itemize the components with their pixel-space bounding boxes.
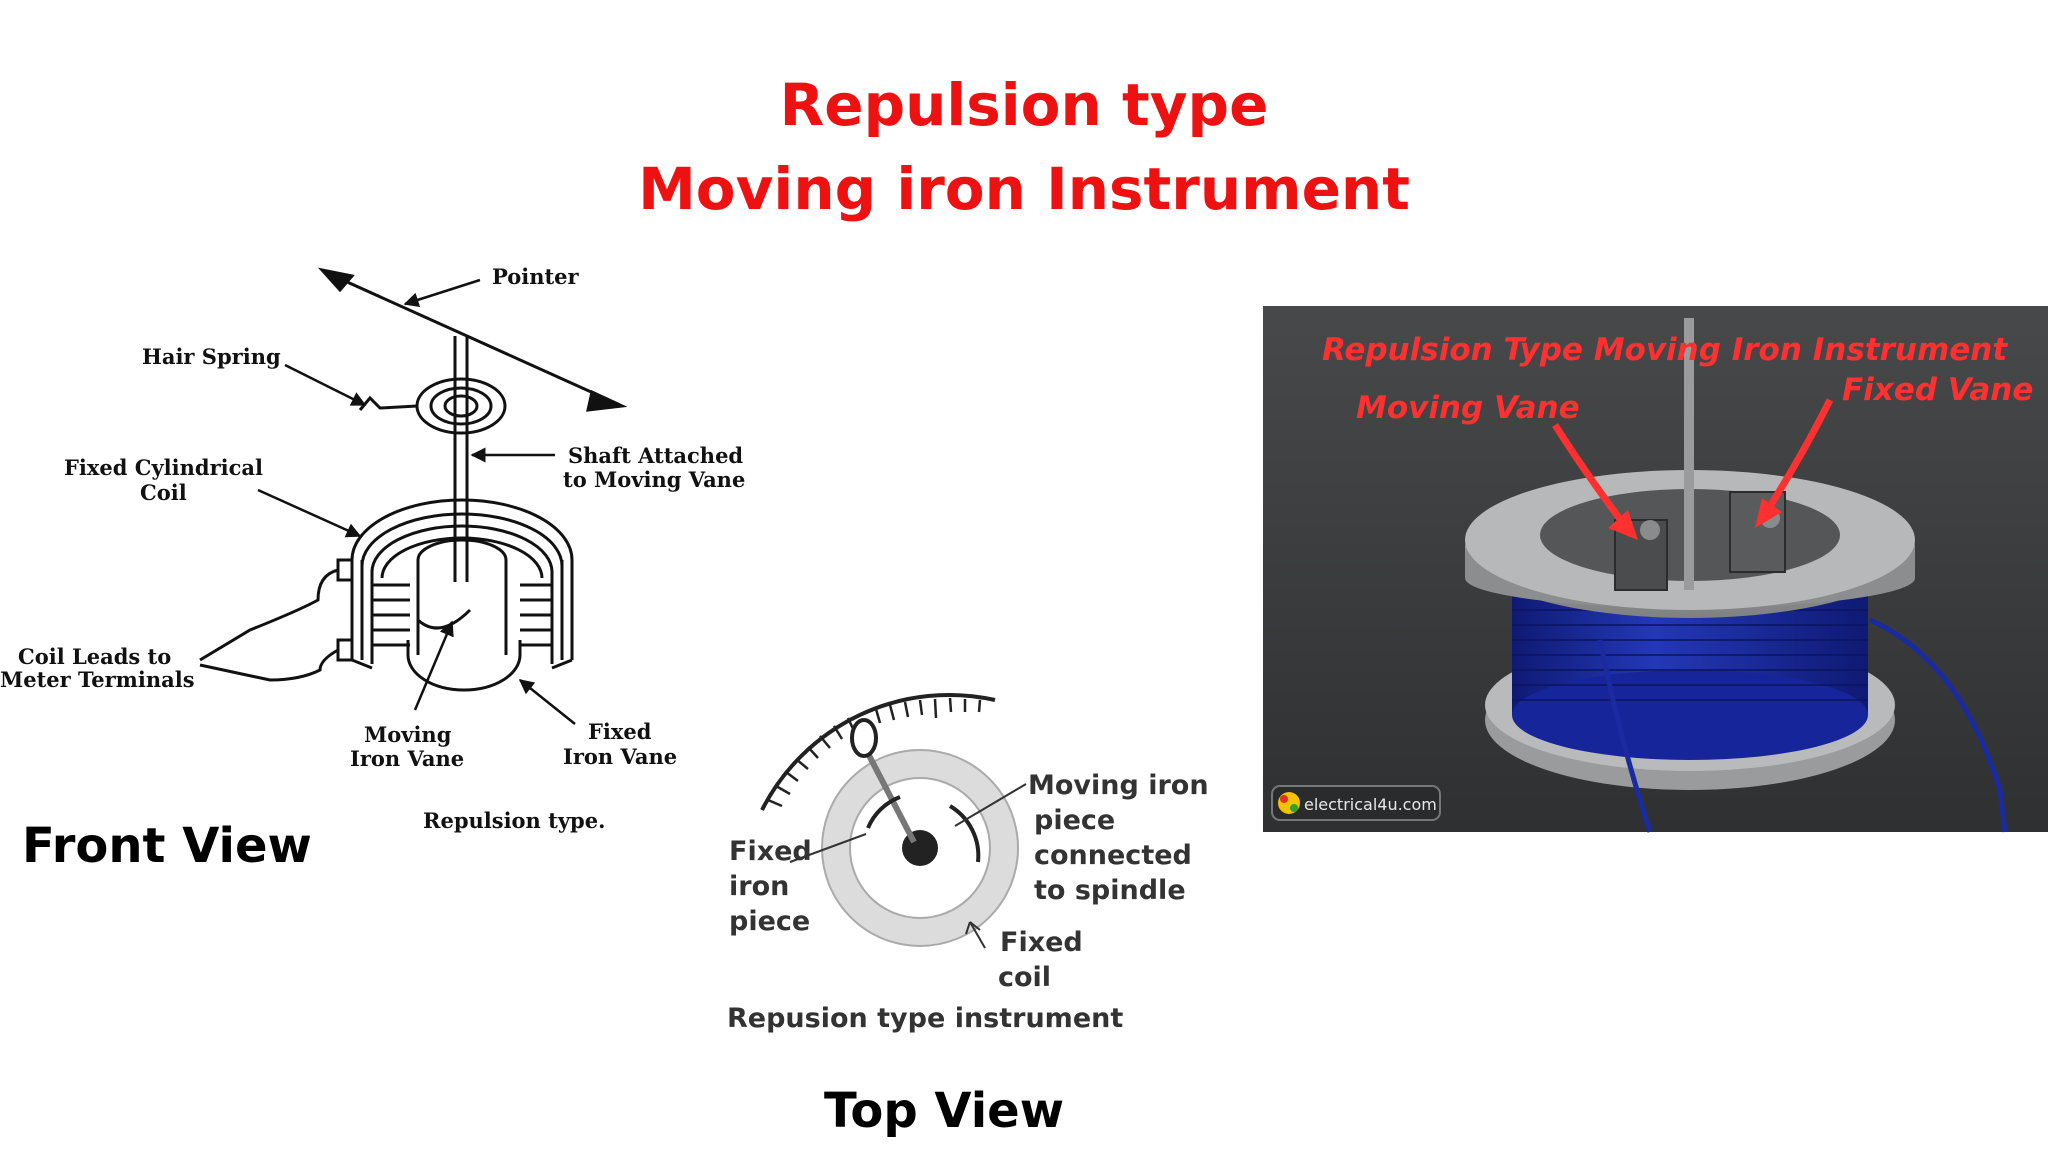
fixed-cylindrical-coil [350,498,574,670]
label-coil-leads-2: Meter Terminals [0,667,195,692]
label-hair-spring: Hair Spring [142,344,281,369]
watermark-text: electrical4u.com [1304,795,1437,814]
label-coil-leads-1: Coil Leads to [18,644,171,669]
label-fixed-vane-2: Iron Vane [563,744,677,769]
leader-fixed-coil-top [969,921,986,949]
pointer-tip-left [317,267,355,293]
label-fixed-iron-1: Fixed [729,836,812,867]
leader-hair-spring [284,363,367,407]
leader-fixed-vane [518,679,576,725]
render-fixed-vane [1729,491,1786,573]
leader-fixed-coil [257,488,362,538]
label-shaft-2: to Moving Vane [563,467,745,492]
front-diagram-caption: Repulsion type. [423,808,605,833]
label-fixed-coil-2: Coil [140,480,187,505]
pointer-tip-right [586,389,628,412]
label-moving-vane-2: Iron Vane [350,746,464,771]
coil-lead-top [199,568,339,662]
render-label-fixed-vane: Fixed Vane [1842,372,2033,408]
render-label-moving-vane: Moving Vane [1356,390,1580,426]
label-moving-vane-1: Moving [364,722,452,747]
leader-pointer [403,278,481,308]
front-view-caption: Front View [22,818,312,874]
coil-lead-wire-right [1868,617,2008,833]
label-moving-iron-1: Moving iron [1028,770,1209,801]
leader-moving-vane [413,620,454,711]
label-moving-iron-2: piece [1034,805,1115,836]
render-title: Repulsion Type Moving Iron Instrument [1322,332,2008,368]
label-fixed-coil-2: coil [998,962,1051,993]
render-shaft [1684,318,1694,590]
label-fixed-coil-1: Fixed Cylindrical [64,455,263,480]
coil-lead-bottom [199,648,339,682]
scale-ticks [767,697,982,808]
fixed-iron-arc [866,795,901,829]
scale-arc [760,692,996,811]
coil-lead-wire-left [1597,639,1653,833]
label-moving-iron-4: to spindle [1034,875,1186,906]
label-fixed-iron-2: iron [729,871,789,902]
title-line-2: Moving iron Instrument [638,155,1410,223]
moving-iron-arc [948,804,981,863]
top-view-caption: Top View [824,1083,1065,1139]
label-fixed-coil-1: Fixed [1000,927,1083,958]
label-fixed-vane-1: Fixed [588,719,652,744]
pointer-counterweight [850,718,878,758]
leader-moving-iron [954,783,1027,827]
label-shaft-1: Shaft Attached [568,443,743,468]
title-line-1: Repulsion type [779,71,1269,139]
label-moving-iron-3: connected [1034,840,1192,871]
top-diagram-caption: Repusion type instrument [727,1003,1123,1034]
pointer-needle [324,270,621,407]
leader-fixed-iron [789,833,867,863]
label-pointer: Pointer [492,264,580,289]
label-fixed-iron-3: piece [729,906,810,937]
watermark: electrical4u.com [1271,785,1441,821]
